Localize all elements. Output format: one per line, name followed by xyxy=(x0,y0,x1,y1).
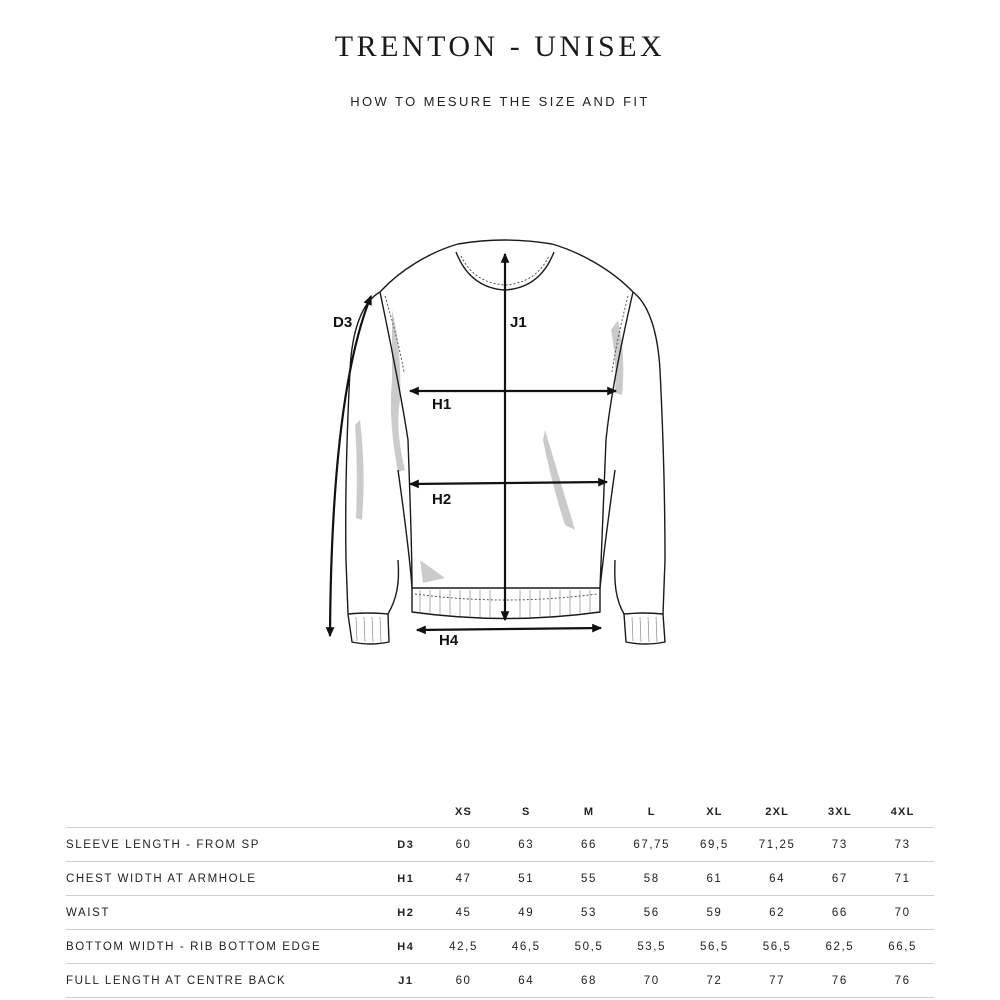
size-header-row: XS S M L XL 2XL 3XL 4XL xyxy=(66,797,934,828)
size-value: 70 xyxy=(894,906,911,919)
page-title: TRENTON - UNISEX xyxy=(334,30,666,63)
size-value: 55 xyxy=(581,872,597,885)
size-value: 66 xyxy=(831,906,848,919)
size-value: 68 xyxy=(581,974,597,987)
page-subtitle: HOW TO MESURE THE SIZE AND FIT xyxy=(350,94,650,109)
size-value: 56,5 xyxy=(762,940,792,953)
size-value: 67,75 xyxy=(633,838,671,851)
size-chart-table: XS S M L XL 2XL 3XL 4XL SLEEVE LENGTH - … xyxy=(66,797,934,998)
size-value: 49 xyxy=(518,906,535,919)
size-value: 63 xyxy=(518,838,535,851)
label-h4: H4 xyxy=(439,632,459,649)
size-header: XS xyxy=(455,806,473,818)
label-h2: H2 xyxy=(432,491,451,508)
measurement-arrows xyxy=(325,252,618,638)
size-value: 56,5 xyxy=(700,940,729,953)
h2-arrow xyxy=(408,477,609,489)
size-value: 67 xyxy=(831,872,848,885)
size-value: 69,5 xyxy=(700,838,729,851)
h4-arrow xyxy=(415,623,603,635)
d3-arrow xyxy=(325,294,373,638)
size-value: 58 xyxy=(643,872,660,885)
size-header: 4XL xyxy=(890,806,915,818)
table-row: CHEST WIDTH AT ARMHOLE H1 47 51 55 58 61… xyxy=(66,861,934,896)
size-value: 71 xyxy=(894,872,911,885)
size-value: 73 xyxy=(831,838,848,851)
size-value: 50,5 xyxy=(574,940,604,953)
size-value: 66,5 xyxy=(888,940,918,953)
size-value: 62,5 xyxy=(825,940,855,953)
measurement-code: H4 xyxy=(397,940,415,953)
measurement-code: J1 xyxy=(398,974,414,987)
size-value: 76 xyxy=(894,974,911,987)
header-code-blank xyxy=(380,797,433,828)
table-row: WAIST H2 45 49 53 56 59 62 66 70 xyxy=(66,895,934,930)
fabric-shading xyxy=(355,310,624,583)
size-value: 72 xyxy=(706,974,723,987)
table-row: FULL LENGTH AT CENTRE BACK J1 60 64 68 7… xyxy=(66,963,934,998)
size-header: 3XL xyxy=(827,806,852,818)
sweater-measurement-diagram: D3 J1 H1 H2 H4 xyxy=(300,225,700,655)
size-header: M xyxy=(583,806,595,818)
size-value: 64 xyxy=(518,974,535,987)
header-blank xyxy=(66,797,380,828)
size-value: 61 xyxy=(706,872,723,885)
rib-texture xyxy=(355,590,658,643)
label-j1: J1 xyxy=(510,314,527,331)
size-value: 42,5 xyxy=(449,940,478,953)
measurement-name: WAIST xyxy=(66,906,110,919)
size-header: S xyxy=(522,806,531,818)
size-value: 53 xyxy=(581,906,597,919)
size-value: 64 xyxy=(769,872,786,885)
size-header: 2XL xyxy=(765,806,790,818)
size-value: 46,5 xyxy=(511,940,541,953)
size-value: 62 xyxy=(769,906,786,919)
measurement-name: CHEST WIDTH AT ARMHOLE xyxy=(66,872,257,885)
label-d3: D3 xyxy=(333,314,352,331)
stitch-lines xyxy=(384,255,629,601)
size-value: 66 xyxy=(581,838,597,851)
size-value: 56 xyxy=(643,906,660,919)
measurement-code: H2 xyxy=(397,906,415,919)
size-value: 45 xyxy=(455,906,472,919)
size-value: 59 xyxy=(706,906,723,919)
size-value: 60 xyxy=(455,974,472,987)
size-value: 47 xyxy=(455,872,472,885)
size-value: 77 xyxy=(769,974,786,987)
measurement-name: BOTTOM WIDTH - RIB BOTTOM EDGE xyxy=(66,940,322,953)
size-value: 53,5 xyxy=(637,940,667,953)
label-h1: H1 xyxy=(432,396,451,413)
table-row: BOTTOM WIDTH - RIB BOTTOM EDGE H4 42,5 4… xyxy=(66,929,934,964)
size-value: 70 xyxy=(643,974,660,987)
size-value: 76 xyxy=(831,974,848,987)
size-value: 60 xyxy=(455,838,472,851)
table-row: SLEEVE LENGTH - FROM SP D3 60 63 66 67,7… xyxy=(66,827,934,862)
measurement-name: FULL LENGTH AT CENTRE BACK xyxy=(66,974,287,987)
size-value: 51 xyxy=(518,872,535,885)
measurement-name: SLEEVE LENGTH - FROM SP xyxy=(66,838,260,851)
measurement-code: D3 xyxy=(397,838,415,851)
size-header: XL xyxy=(706,806,723,818)
size-value: 73 xyxy=(894,838,911,851)
measurement-code: H1 xyxy=(397,872,415,885)
size-value: 71,25 xyxy=(758,838,796,851)
size-header: L xyxy=(647,806,656,818)
